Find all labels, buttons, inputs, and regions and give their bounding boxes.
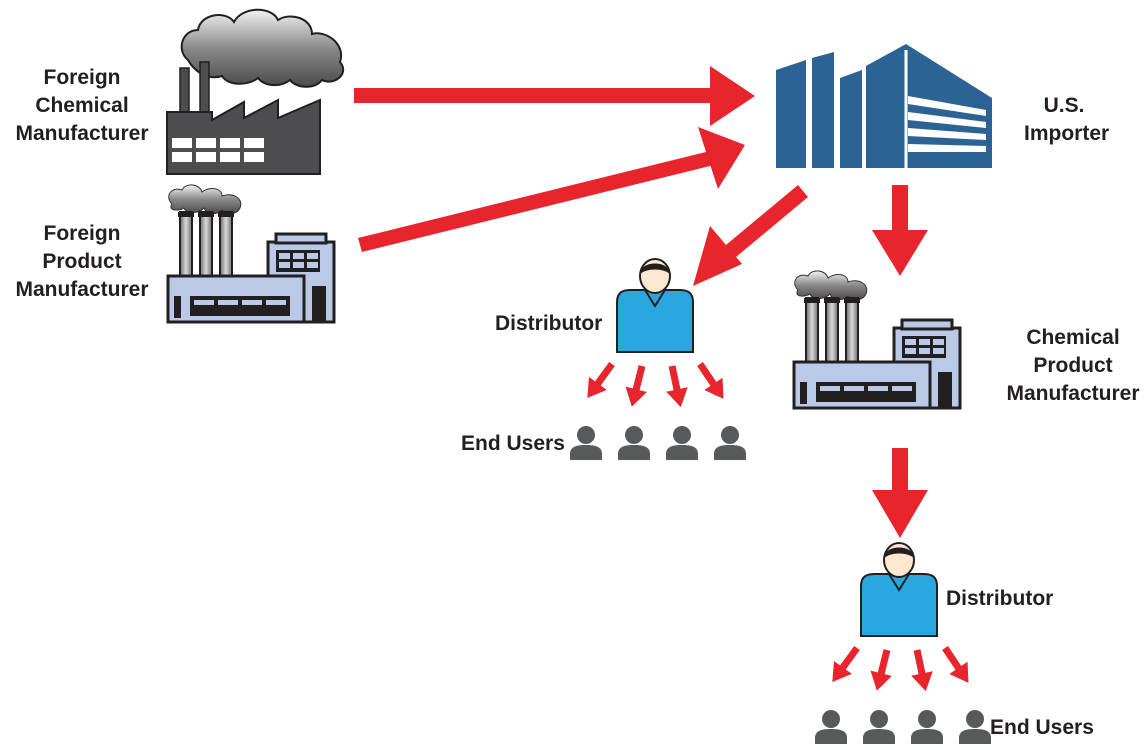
label-line: U.S.: [1043, 94, 1085, 117]
label-line: Chemical: [1026, 326, 1120, 349]
label-line: Manufacturer: [15, 278, 149, 301]
label-line: Foreign: [43, 66, 121, 89]
building-icon: [776, 44, 992, 168]
end-users-label: End Users: [990, 714, 1094, 742]
foreign-product-manufacturer-label: Foreign Product Manufacturer: [8, 220, 156, 304]
arrow-foreign-product-to-importer: [358, 127, 745, 252]
label-line: Product: [1033, 354, 1113, 377]
label-line: Foreign: [43, 222, 121, 245]
person-icon: [860, 542, 938, 637]
us-importer-label: U.S. Importer: [1024, 92, 1110, 148]
end-users-label: End Users: [461, 430, 565, 458]
arrow-importer-to-chemical-product-manufacturer: [872, 185, 928, 276]
factory-blue-icon: [166, 183, 336, 324]
label-line: Chemical: [35, 94, 129, 117]
arrow-chemical-product-manufacturer-to-distributor: [872, 448, 928, 538]
label-line: End Users: [990, 716, 1094, 739]
arrows-distributor-to-end-users-2: [823, 641, 978, 694]
label-line: End Users: [461, 432, 565, 455]
arrow-importer-to-distributor: [693, 185, 808, 286]
label-line: Product: [42, 250, 122, 273]
label-line: Manufacturer: [15, 122, 149, 145]
distributor-label: Distributor: [495, 310, 602, 338]
label-line: Distributor: [946, 587, 1054, 610]
distributor-label: Distributor: [946, 585, 1053, 613]
chemical-product-manufacturer-label: Chemical Product Manufacturer: [1000, 324, 1146, 408]
factory-smoke-icon: [166, 8, 345, 175]
person-icon: [616, 258, 694, 353]
people-group-icon: [815, 710, 991, 744]
foreign-chemical-manufacturer-label: Foreign Chemical Manufacturer: [8, 64, 156, 148]
label-line: Importer: [1024, 122, 1110, 145]
arrows-distributor-to-end-users-1: [578, 357, 733, 410]
people-group-icon: [570, 426, 746, 460]
arrow-foreign-chemical-to-importer: [354, 66, 755, 126]
label-line: Manufacturer: [1006, 382, 1140, 405]
label-line: Distributor: [495, 312, 603, 335]
factory-blue-icon: [792, 269, 962, 410]
